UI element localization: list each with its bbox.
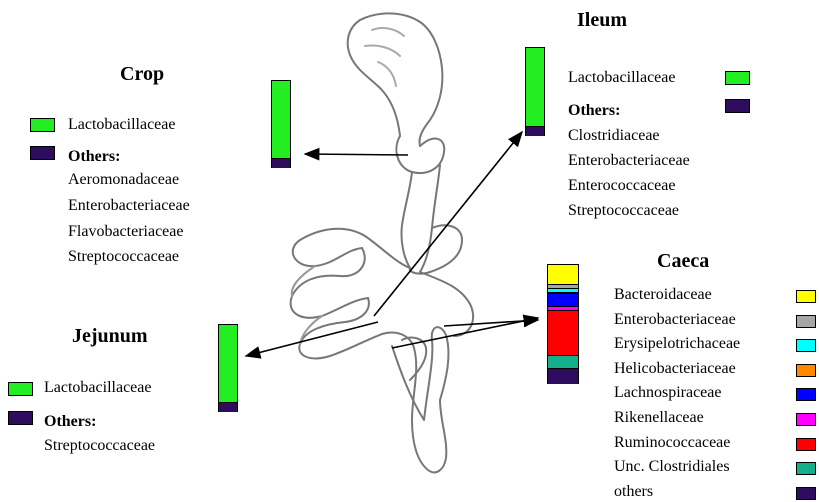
crop-others-item: Enterobacteriaceae — [68, 196, 190, 216]
jejunum-bar — [218, 324, 238, 412]
crop-bar — [271, 80, 291, 168]
crop-others-swatch — [30, 146, 55, 160]
caeca-bar-segment-ruminococcaceae — [548, 310, 578, 356]
ileum-others-heading: Others: — [568, 101, 620, 121]
caeca-bar-segment-lachnospiraceae — [548, 293, 578, 307]
caeca-legend-label: Erysipelotrichaceae — [614, 334, 740, 354]
caeca-legend-label: Unc. Clostridiales — [614, 457, 730, 477]
caeca-bar-segment-unc-clostridiales — [548, 355, 578, 369]
caeca-legend-label: Enterobacteriaceae — [614, 310, 736, 330]
ileum-bar — [525, 47, 545, 136]
jejunum-bar-segment-lactobacillaceae — [219, 325, 237, 402]
crop-others-item: Flavobacteriaceae — [68, 222, 183, 242]
jejunum-others-item: Streptococcaceae — [44, 436, 155, 456]
ileum-others-item: Clostridiaceae — [568, 126, 660, 146]
caeca-legend-swatch — [796, 364, 816, 377]
ileum-bar-segment-others — [526, 126, 544, 136]
jejunum-lacto-swatch — [8, 382, 33, 396]
jejunum-others-heading: Others: — [44, 412, 96, 432]
ileum-others-swatch — [725, 99, 750, 113]
crop-title: Crop — [120, 63, 164, 86]
crop-others-item: Aeromonadaceae — [68, 170, 179, 190]
ileum-bar-segment-lactobacillaceae — [526, 48, 544, 126]
jejunum-others-swatch — [8, 411, 33, 425]
ileum-others-item: Enterococcaceae — [568, 176, 675, 196]
caeca-legend-label: others — [614, 482, 653, 502]
crop-others-item: Streptococcaceae — [68, 247, 179, 267]
crop-lacto-swatch — [30, 118, 55, 132]
ileum-lacto-label: Lactobacillaceae — [568, 68, 675, 88]
caeca-legend-swatch — [796, 388, 816, 401]
caeca-legend-label: Rikenellaceae — [614, 408, 704, 428]
arrow-to-crop — [305, 154, 408, 155]
caeca-legend-label: Lachnospiraceae — [614, 383, 721, 403]
jejunum-bar-segment-others — [219, 402, 237, 412]
caeca-legend-label: Ruminococcaceae — [614, 433, 730, 453]
ileum-title: Ileum — [577, 9, 627, 32]
arrow-to-jejunum — [246, 322, 378, 356]
caeca-legend-swatch — [796, 290, 816, 303]
caeca-legend-swatch — [796, 315, 816, 328]
arrow-to-caeca-1 — [392, 318, 538, 348]
jejunum-lacto-label: Lactobacillaceae — [44, 378, 151, 398]
arrow-to-ileum — [374, 132, 522, 316]
caeca-legend-swatch — [796, 487, 816, 500]
ileum-lacto-swatch — [725, 71, 750, 85]
caeca-legend-label: Helicobacteriaceae — [614, 359, 736, 379]
caeca-legend-swatch — [796, 339, 816, 352]
caeca-title: Caeca — [657, 250, 709, 273]
arrow-to-caeca-2 — [444, 320, 538, 326]
caeca-legend-swatch — [796, 438, 816, 451]
crop-bar-segment-others — [272, 158, 290, 168]
ileum-others-item: Enterobacteriaceae — [568, 151, 690, 171]
caeca-legend-swatch — [796, 413, 816, 426]
crop-others-heading: Others: — [68, 147, 120, 167]
caeca-legend-swatch — [796, 462, 816, 475]
caeca-bar — [547, 264, 579, 384]
gut-outline — [291, 13, 474, 472]
jejunum-title: Jejunum — [72, 325, 148, 348]
crop-bar-segment-lactobacillaceae — [272, 81, 290, 158]
caeca-legend-label: Bacteroidaceae — [614, 285, 712, 305]
caeca-bar-segment-others — [548, 368, 578, 384]
crop-lacto-label: Lactobacillaceae — [68, 115, 175, 135]
caeca-bar-segment-bacteroidaceae — [548, 265, 578, 284]
ileum-others-item: Streptococcaceae — [568, 201, 679, 221]
